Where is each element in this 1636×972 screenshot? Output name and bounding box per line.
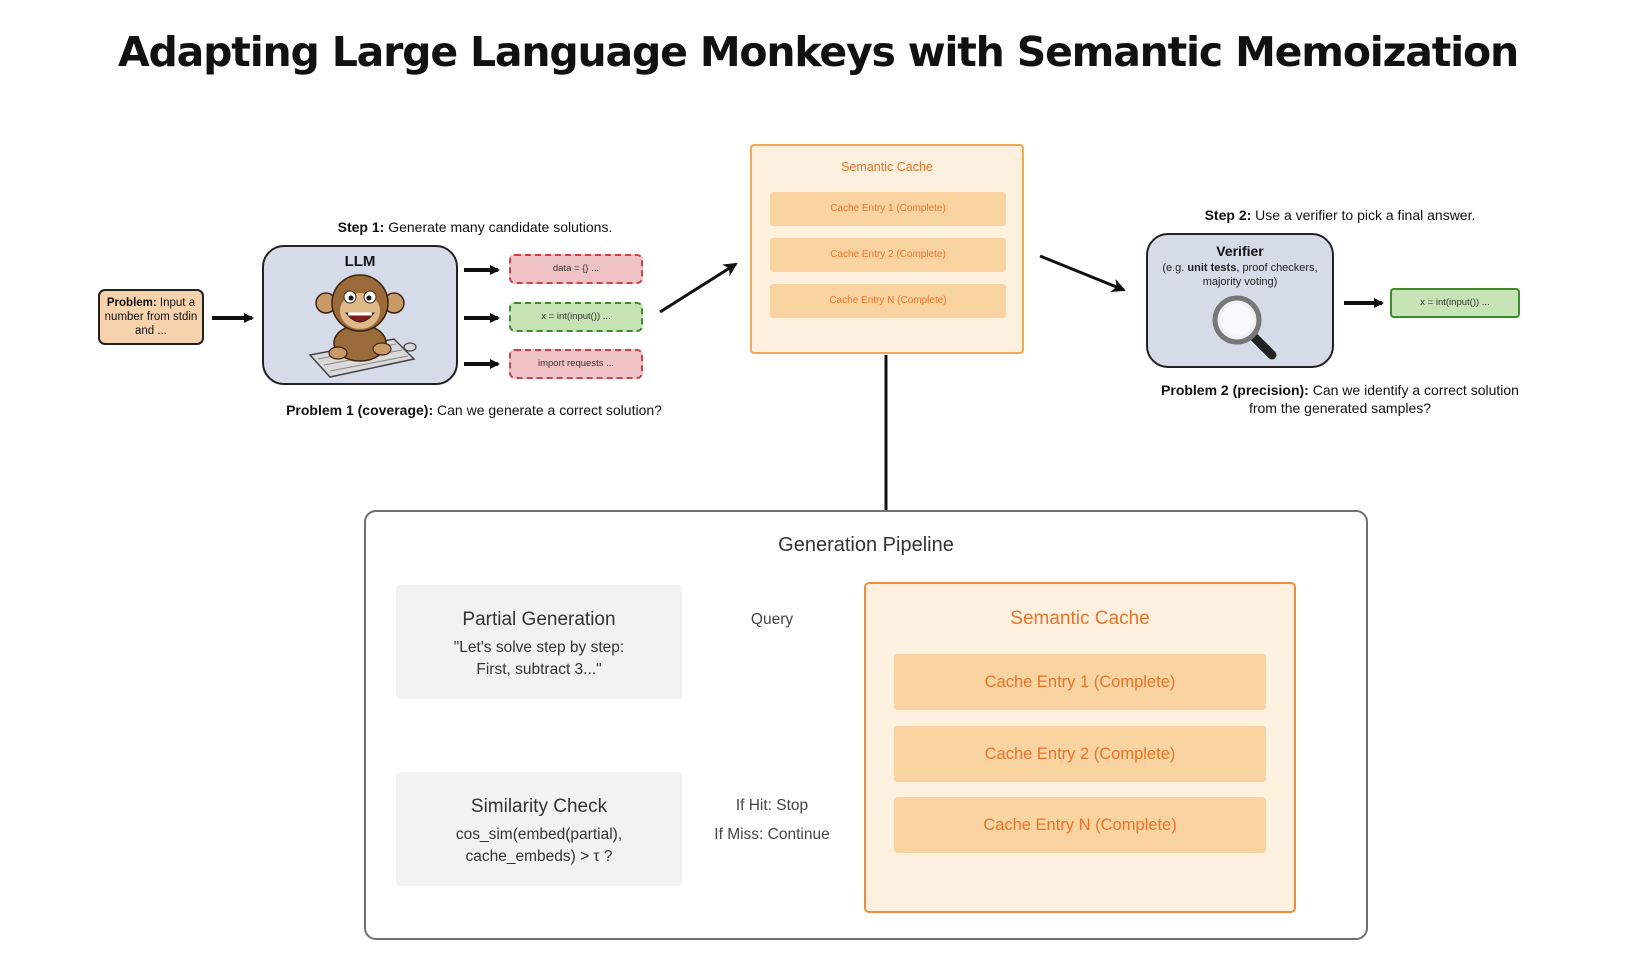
verifier-title: Verifier xyxy=(1216,243,1264,259)
arrow-cache-to-verifier xyxy=(1039,254,1126,292)
verifier-desc-suffix: , proof checkers, majority voting) xyxy=(1202,262,1318,288)
arrow-candidates-to-cache xyxy=(659,262,738,314)
partial-generation-line-2: First, subtract 3..." xyxy=(476,661,602,678)
problem2-caption: Problem 2 (precision): Can we identify a… xyxy=(1150,381,1530,417)
problem-bold: Problem: xyxy=(106,297,157,309)
candidate-solution-1: data = {} ... xyxy=(509,254,643,284)
query-label: Query xyxy=(750,611,794,628)
problem2-text: Can we identify a correct solution from … xyxy=(1248,382,1519,416)
semantic-cache-top: Semantic Cache Cache Entry 1 (Complete) … xyxy=(750,144,1024,354)
partial-generation-line-1: "Let's solve step by step: xyxy=(453,639,625,656)
similarity-check-body: cos_sim(embed(partial), cache_embeds) > … xyxy=(396,824,682,868)
llm-box: LLM xyxy=(262,245,458,385)
verifier-desc-prefix: (e.g. xyxy=(1162,262,1188,274)
verifier-description: (e.g. unit tests, proof checkers, majori… xyxy=(1158,261,1322,289)
step1-bold: Step 1: xyxy=(337,219,385,235)
if-miss-label: If Miss: Continue xyxy=(714,826,830,843)
similarity-check-box: Similarity Check cos_sim(embed(partial),… xyxy=(396,772,682,886)
verifier-box: Verifier (e.g. unit tests, proof checker… xyxy=(1146,233,1334,368)
semantic-cache-top-entry: Cache Entry 2 (Complete) xyxy=(770,238,1006,272)
magnifier-icon xyxy=(1212,295,1277,360)
pipeline-title: Generation Pipeline xyxy=(778,534,954,556)
partial-generation-title: Partial Generation xyxy=(462,609,616,630)
similarity-check-line-1: cos_sim(embed(partial), xyxy=(455,826,623,843)
candidate-solution-3: import requests ... xyxy=(509,349,643,379)
semantic-cache-pipeline-entry: Cache Entry N (Complete) xyxy=(894,797,1266,853)
final-answer: x = int(input()) ... xyxy=(1390,288,1520,318)
if-hit-label: If Hit: Stop xyxy=(735,797,809,814)
problem-text: Input a number from stdin and ... xyxy=(104,297,198,337)
semantic-cache-pipeline-title: Semantic Cache xyxy=(1010,608,1150,629)
llm-label: LLM xyxy=(344,253,376,270)
candidate-solution-2: x = int(input()) ... xyxy=(509,302,643,332)
problem1-text: Can we generate a correct solution? xyxy=(433,402,662,418)
diagram-title: Adapting Large Language Monkeys with Sem… xyxy=(118,28,1519,76)
monkey-icon xyxy=(308,274,417,378)
partial-generation-body: "Let's solve step by step: First, subtra… xyxy=(396,637,682,681)
step2-bold: Step 2: xyxy=(1204,207,1252,223)
problem1-caption: Problem 1 (coverage): Can we generate a … xyxy=(284,401,664,419)
problem2-bold: Problem 2 (precision): xyxy=(1161,382,1309,398)
problem1-bold: Problem 1 (coverage): xyxy=(286,402,434,418)
problem-box: Problem: Input a number from stdin and .… xyxy=(98,289,204,345)
semantic-cache-top-entry: Cache Entry N (Complete) xyxy=(770,284,1006,318)
semantic-cache-top-entry: Cache Entry 1 (Complete) xyxy=(770,192,1006,226)
similarity-check-title: Similarity Check xyxy=(470,796,608,817)
partial-generation-box: Partial Generation "Let's solve step by … xyxy=(396,585,682,699)
semantic-cache-pipeline-entry: Cache Entry 2 (Complete) xyxy=(894,726,1266,782)
step1-caption: Step 1: Generate many candidate solution… xyxy=(300,218,650,236)
step2-caption: Step 2: Use a verifier to pick a final a… xyxy=(1140,206,1540,224)
verifier-desc-bold: unit tests xyxy=(1187,262,1237,274)
step2-text: Use a verifier to pick a final answer. xyxy=(1251,207,1476,223)
similarity-check-line-2: cache_embeds) > τ ? xyxy=(465,848,613,865)
semantic-cache-pipeline-entry: Cache Entry 1 (Complete) xyxy=(894,654,1266,710)
semantic-cache-top-title: Semantic Cache xyxy=(841,160,933,174)
semantic-cache-pipeline: Semantic Cache Cache Entry 1 (Complete) … xyxy=(864,582,1296,913)
step1-text: Generate many candidate solutions. xyxy=(384,219,613,235)
